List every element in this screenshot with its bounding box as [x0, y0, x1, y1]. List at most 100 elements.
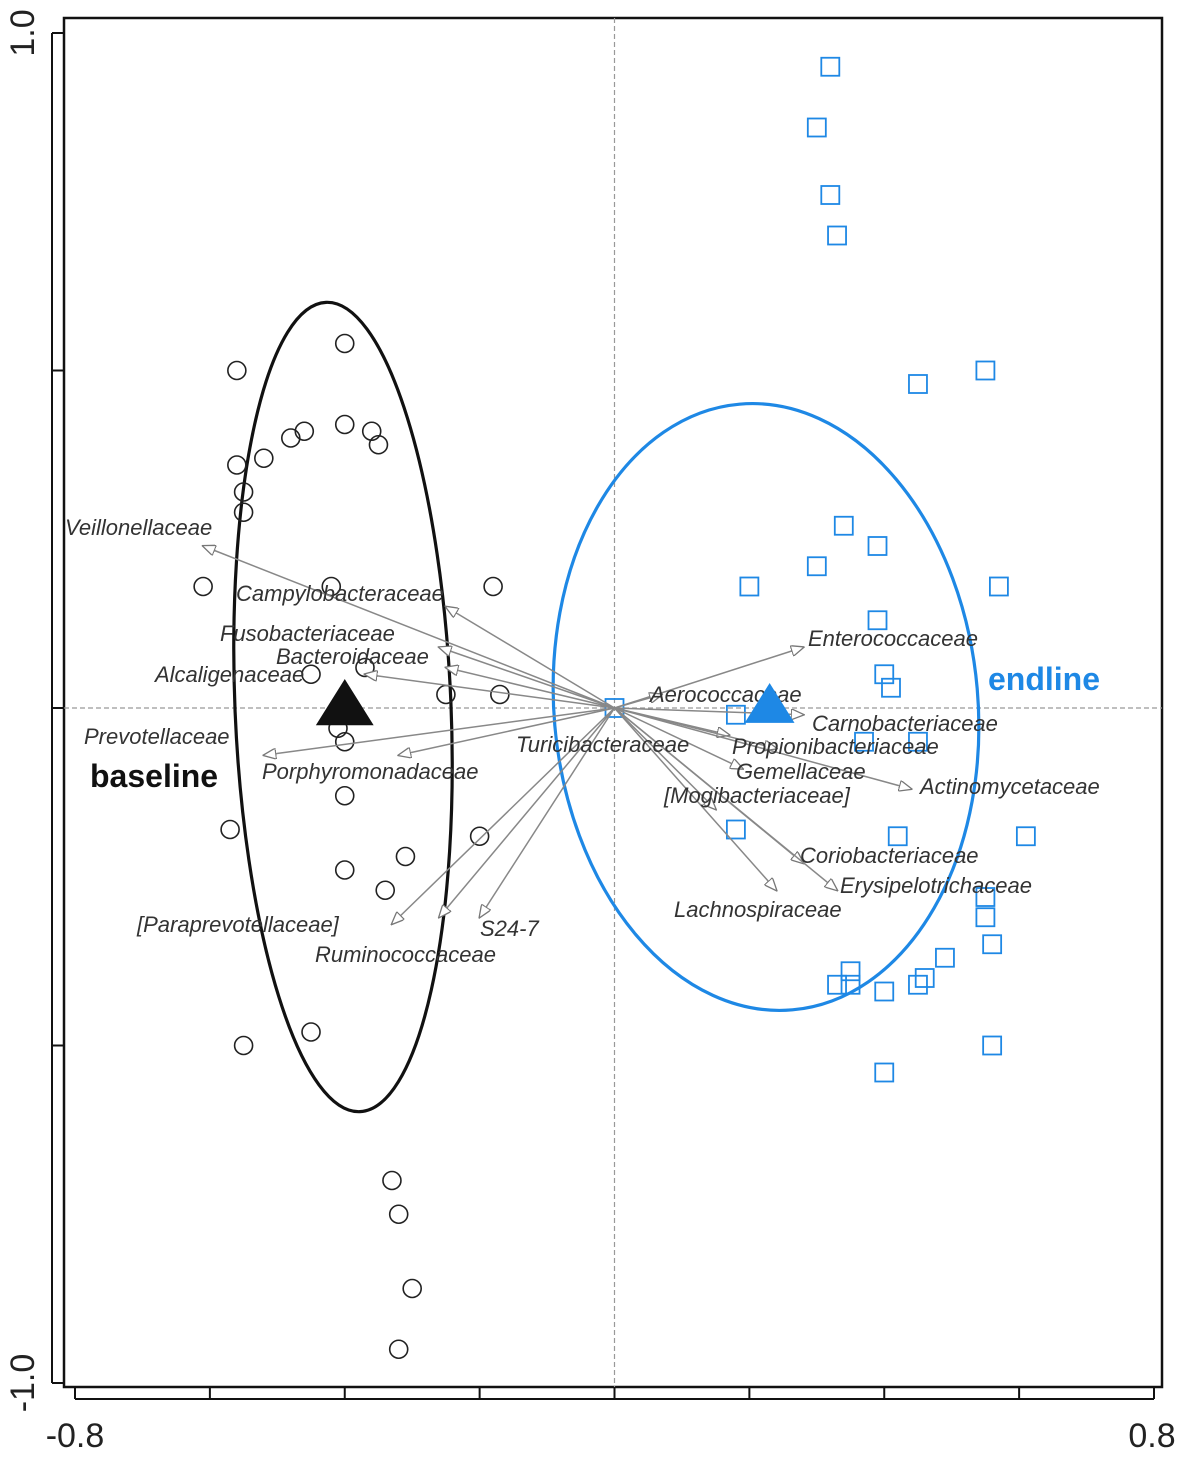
taxon-label: Gemellaceae	[736, 759, 866, 784]
endline-sample-point	[820, 56, 841, 77]
taxon-label: Propionibacteriaceae	[732, 734, 939, 759]
plot-border	[62, 16, 1164, 1389]
vector-arrow	[480, 707, 616, 917]
vector-arrow	[613, 707, 777, 890]
baseline-sample-point	[233, 502, 254, 523]
taxon-label: [Paraprevotellaceae]	[136, 912, 340, 937]
vector-arrow	[614, 647, 804, 709]
taxon-label: Bacteroidaceae	[276, 644, 429, 669]
baseline-sample-point	[382, 1170, 402, 1191]
group-labels: baseline endline	[90, 661, 1100, 794]
reference-lines	[64, 18, 1162, 1387]
taxon-label: Turicibacteraceae	[516, 732, 689, 757]
endline-sample-point	[739, 576, 760, 597]
vector-arrow	[399, 707, 615, 755]
plot-frame	[62, 16, 1164, 1389]
taxon-label: [Mogibacteriaceae]	[663, 783, 851, 808]
baseline-sample-point	[227, 455, 247, 475]
y-tick-label: 1.0	[4, 9, 42, 56]
taxon-label: Coriobacteriaceae	[800, 843, 979, 868]
endline-sample-point	[1015, 826, 1036, 847]
baseline-sample-point	[388, 1339, 409, 1360]
group-centroids	[315, 679, 795, 726]
vector-arrow	[614, 707, 838, 890]
vector-arrow	[203, 546, 615, 709]
axes: -0.8 0.8 1.0 -1.0	[4, 9, 1176, 1455]
endline-centroid	[744, 683, 795, 723]
baseline-sample-point	[334, 731, 355, 752]
endline-sample-point	[840, 974, 861, 995]
endline-sample-point	[874, 664, 895, 685]
taxon-label: Veillonellaceae	[65, 515, 212, 540]
baseline-sample-point	[227, 360, 247, 381]
endline-sample-point	[975, 887, 996, 907]
endline-sample-point	[988, 576, 1009, 597]
endline-sample-point	[867, 536, 888, 556]
baseline-sample-point	[233, 1035, 254, 1056]
vector-arrow	[614, 707, 743, 769]
vector-arrow	[614, 707, 912, 789]
x-tick-label: -0.8	[46, 1417, 105, 1455]
baseline-sample-point	[334, 860, 355, 880]
taxon-label: Lachnospiraceae	[674, 897, 842, 922]
baseline-sample-point	[280, 428, 301, 448]
baseline-sample-point	[490, 684, 510, 705]
taxon-label: Fusobacteriaceae	[220, 621, 395, 646]
baseline-sample-point	[388, 1204, 409, 1225]
y-tick-label: -1.0	[4, 1354, 42, 1413]
baseline-label: baseline	[90, 758, 218, 794]
taxon-labels: VeillonellaceaeCampylobacteraceaeFusobac…	[65, 515, 1100, 967]
baseline-sample-point	[334, 414, 355, 435]
endline-sample-point	[935, 947, 955, 968]
endline-sample-point	[725, 819, 746, 840]
baseline-sample-point	[375, 880, 396, 901]
baseline-sample-point	[436, 684, 456, 705]
taxon-label: Carnobacteriaceae	[812, 711, 998, 736]
vector-arrow	[614, 695, 662, 709]
endline-sample-point	[874, 1062, 895, 1083]
baseline-sample-point	[334, 333, 355, 354]
endline-sample-point	[827, 974, 847, 995]
endline-sample-point	[840, 961, 861, 982]
baseline-sample-point	[254, 448, 274, 469]
endline-sample-point	[975, 907, 996, 928]
endline-sample-point	[982, 934, 1003, 955]
sample-points	[193, 56, 1036, 1360]
endline-sample-point	[806, 117, 827, 138]
vector-arrow	[439, 707, 616, 917]
baseline-centroid	[315, 679, 374, 726]
endline-sample-point	[908, 731, 928, 752]
baseline-sample-point	[294, 421, 315, 442]
baseline-sample-point	[395, 846, 416, 867]
baseline-sample-point	[334, 785, 355, 806]
taxon-label: Actinomycetaceae	[918, 774, 1100, 799]
endline-sample-point	[833, 515, 854, 536]
endline-sample-point	[867, 610, 888, 631]
endline-sample-point	[806, 556, 827, 577]
endline-ellipse	[551, 401, 981, 1013]
baseline-sample-point	[368, 434, 389, 455]
baseline-sample-point	[321, 576, 342, 597]
baseline-sample-point	[361, 421, 382, 442]
endline-sample-point	[887, 826, 908, 847]
vector-arrow	[439, 647, 615, 709]
taxon-label: Prevotellaceae	[84, 724, 230, 749]
baseline-sample-point	[233, 482, 254, 502]
baseline-sample-point	[402, 1278, 422, 1299]
vector-arrow	[365, 674, 615, 709]
vector-arrow	[392, 707, 616, 924]
taxon-label: Porphyromonadaceae	[262, 759, 478, 784]
baseline-sample-point	[469, 826, 490, 847]
endline-label: endline	[988, 661, 1100, 697]
vector-arrow	[264, 707, 615, 755]
endline-sample-point	[914, 968, 935, 988]
taxon-label: Campylobacteraceae	[236, 581, 444, 606]
endline-sample-point	[881, 677, 901, 698]
taxon-label: S24-7	[480, 916, 539, 941]
taxon-label: Alcaligenaceae	[153, 662, 304, 687]
taxon-vectors	[203, 546, 911, 924]
baseline-sample-point	[301, 664, 321, 685]
x-tick-label: 0.8	[1128, 1417, 1175, 1455]
endline-sample-point	[854, 731, 874, 752]
baseline-sample-point	[301, 1022, 321, 1042]
